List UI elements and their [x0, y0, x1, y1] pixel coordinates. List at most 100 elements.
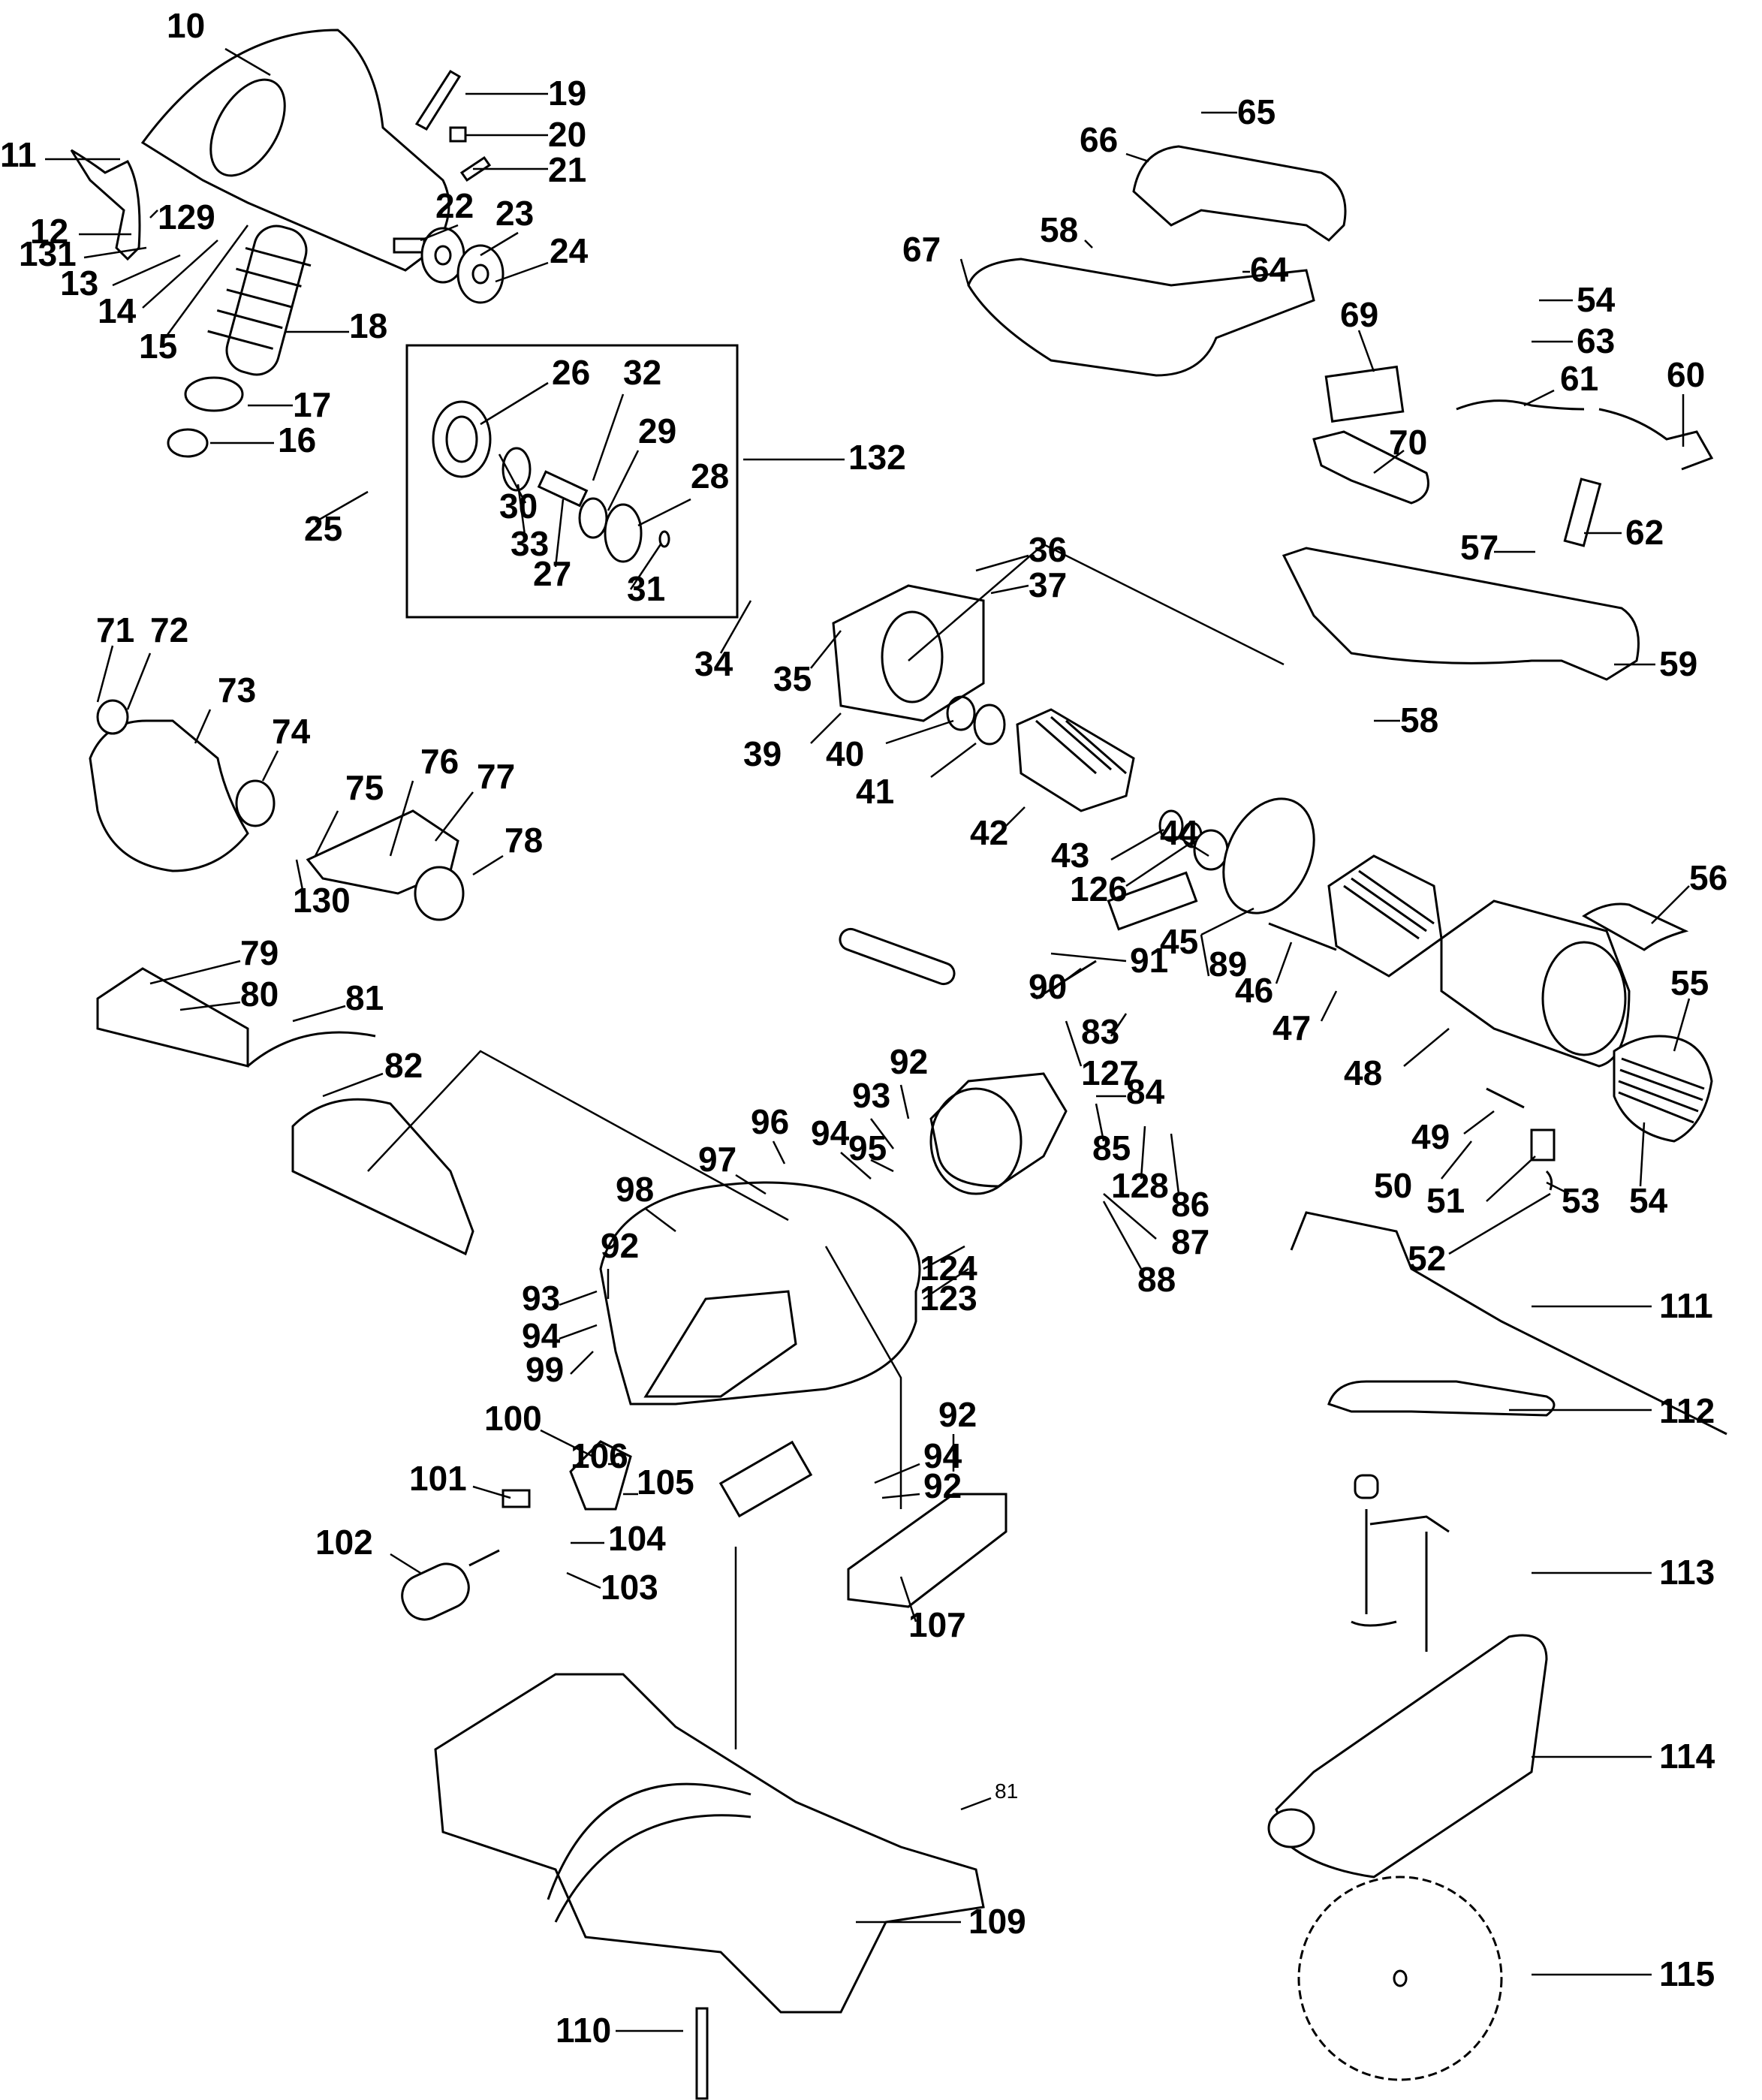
leader-line-30: [498, 453, 527, 504]
part-label-95: 95: [848, 1128, 887, 1168]
leader-line-75: [314, 810, 339, 857]
leader-line-98: [645, 1208, 676, 1232]
leader-line-94: [559, 1324, 598, 1340]
leader-line-26: [480, 381, 549, 426]
leader-line-36: [975, 554, 1029, 572]
armature-42-part: [1016, 708, 1135, 812]
bag-port-part: [1267, 1808, 1315, 1848]
part-label-57: 57: [1460, 528, 1498, 567]
part-label-25: 25: [304, 509, 342, 548]
leader-line-37: [990, 584, 1029, 595]
part-label-40: 40: [826, 734, 864, 773]
end-plate-45-part: [1222, 797, 1315, 914]
part-label-113: 113: [1659, 1553, 1715, 1592]
leader-line-31: [629, 544, 662, 590]
lever-part: [70, 149, 141, 261]
leader-line-29: [607, 450, 640, 511]
leader-line-102: [390, 1553, 421, 1574]
screw-49-part: [1486, 1087, 1525, 1109]
leader-line-32: [592, 393, 625, 481]
leader-line-92: [881, 1493, 920, 1499]
part-label-101: 101: [409, 1459, 467, 1498]
leader-line-90: [1050, 968, 1082, 992]
leader-line-39: [810, 713, 842, 744]
washer-17-part: [184, 376, 244, 412]
leader-line-70: [1373, 450, 1405, 474]
leader-line-47: [1320, 990, 1338, 1022]
leader-line-128: [1140, 1125, 1146, 1180]
part-label-62: 62: [1625, 513, 1664, 552]
leader-line-87: [1103, 1193, 1157, 1240]
leader-line-131: [83, 246, 147, 259]
leader-line-45: [1200, 907, 1254, 936]
part-label-97: 97: [698, 1140, 736, 1179]
part-label-19: 19: [548, 74, 586, 113]
leader-line-50: [1441, 1140, 1472, 1180]
part-label-73: 73: [218, 670, 256, 710]
part-label-10: 10: [167, 6, 205, 45]
part-label-35: 35: [773, 659, 812, 698]
dust-bag-114-part: [1275, 1634, 1548, 1879]
part-label-58: 58: [1400, 701, 1438, 740]
part-label-45: 45: [1160, 922, 1198, 961]
part-label-33: 33: [511, 524, 549, 563]
leader-line-93: [559, 1290, 598, 1306]
sleeve-62-part: [1563, 478, 1602, 547]
part-label-105: 105: [637, 1463, 694, 1502]
field-coil-47-part: [1327, 854, 1443, 978]
leader-line-96: [772, 1140, 786, 1164]
leader-line-85: [1095, 1103, 1105, 1142]
part-label-96: 96: [751, 1102, 789, 1141]
part-label-28: 28: [691, 456, 729, 496]
leader-line-123: [923, 1267, 969, 1300]
leader-line-67: [959, 258, 970, 286]
switch-69-part: [1324, 365, 1405, 423]
bolt-22-part: [393, 237, 426, 254]
leader-line-127: [1065, 1020, 1083, 1067]
leader-line-83: [1110, 1013, 1128, 1037]
part-label-48: 48: [1344, 1053, 1382, 1092]
spring-101-part: [501, 1489, 531, 1508]
sleeve-89-part: [1107, 871, 1198, 931]
leader-line-56: [1651, 885, 1690, 924]
part-label-60: 60: [1667, 355, 1705, 394]
leader-line-66: [1125, 152, 1149, 163]
bracket-100-part: [569, 1440, 632, 1511]
leader-line-77: [435, 791, 474, 842]
leader-lines: [45, 47, 1691, 2032]
leader-line-35: [810, 630, 842, 669]
leader-line-22: [420, 224, 459, 242]
part-label-29: 29: [638, 411, 676, 450]
leader-line-91: [1050, 952, 1127, 963]
part-label-42: 42: [970, 813, 1008, 852]
leader-line-79: [149, 960, 241, 985]
nut-20-part: [449, 126, 467, 143]
part-label-18: 18: [349, 306, 387, 345]
part-label-80: 80: [240, 975, 279, 1014]
part-label-54: 54: [1577, 280, 1616, 319]
part-label-70: 70: [1389, 423, 1427, 462]
leader-line-10: [224, 47, 271, 77]
leader-line-81: [960, 1797, 992, 1811]
flange-24-part: [456, 244, 505, 304]
part-label-16: 16: [278, 420, 316, 459]
part-label-79: 79: [240, 933, 279, 972]
part-label-85: 85: [1092, 1128, 1131, 1168]
part-label-72: 72: [150, 610, 188, 649]
part-label-21: 21: [548, 150, 586, 189]
leader-line-43: [1110, 828, 1164, 861]
leader-line-27: [554, 499, 565, 568]
part-label-20: 20: [548, 115, 586, 154]
part-label-78: 78: [505, 821, 543, 860]
guard-port-part: [209, 78, 286, 177]
arm-87-part: [929, 1072, 1068, 1188]
part-label-86: 86: [1171, 1185, 1209, 1224]
part-label-81: 81: [995, 1779, 1018, 1803]
leader-line-71: [96, 645, 114, 703]
cap-16-part: [167, 428, 209, 458]
part-label-81: 81: [345, 978, 384, 1017]
part-label-26: 26: [552, 353, 590, 392]
part-label-84: 84: [1126, 1072, 1165, 1111]
bracket-70-part: [1312, 430, 1429, 505]
assembly-bracket-line: [824, 1246, 902, 1509]
